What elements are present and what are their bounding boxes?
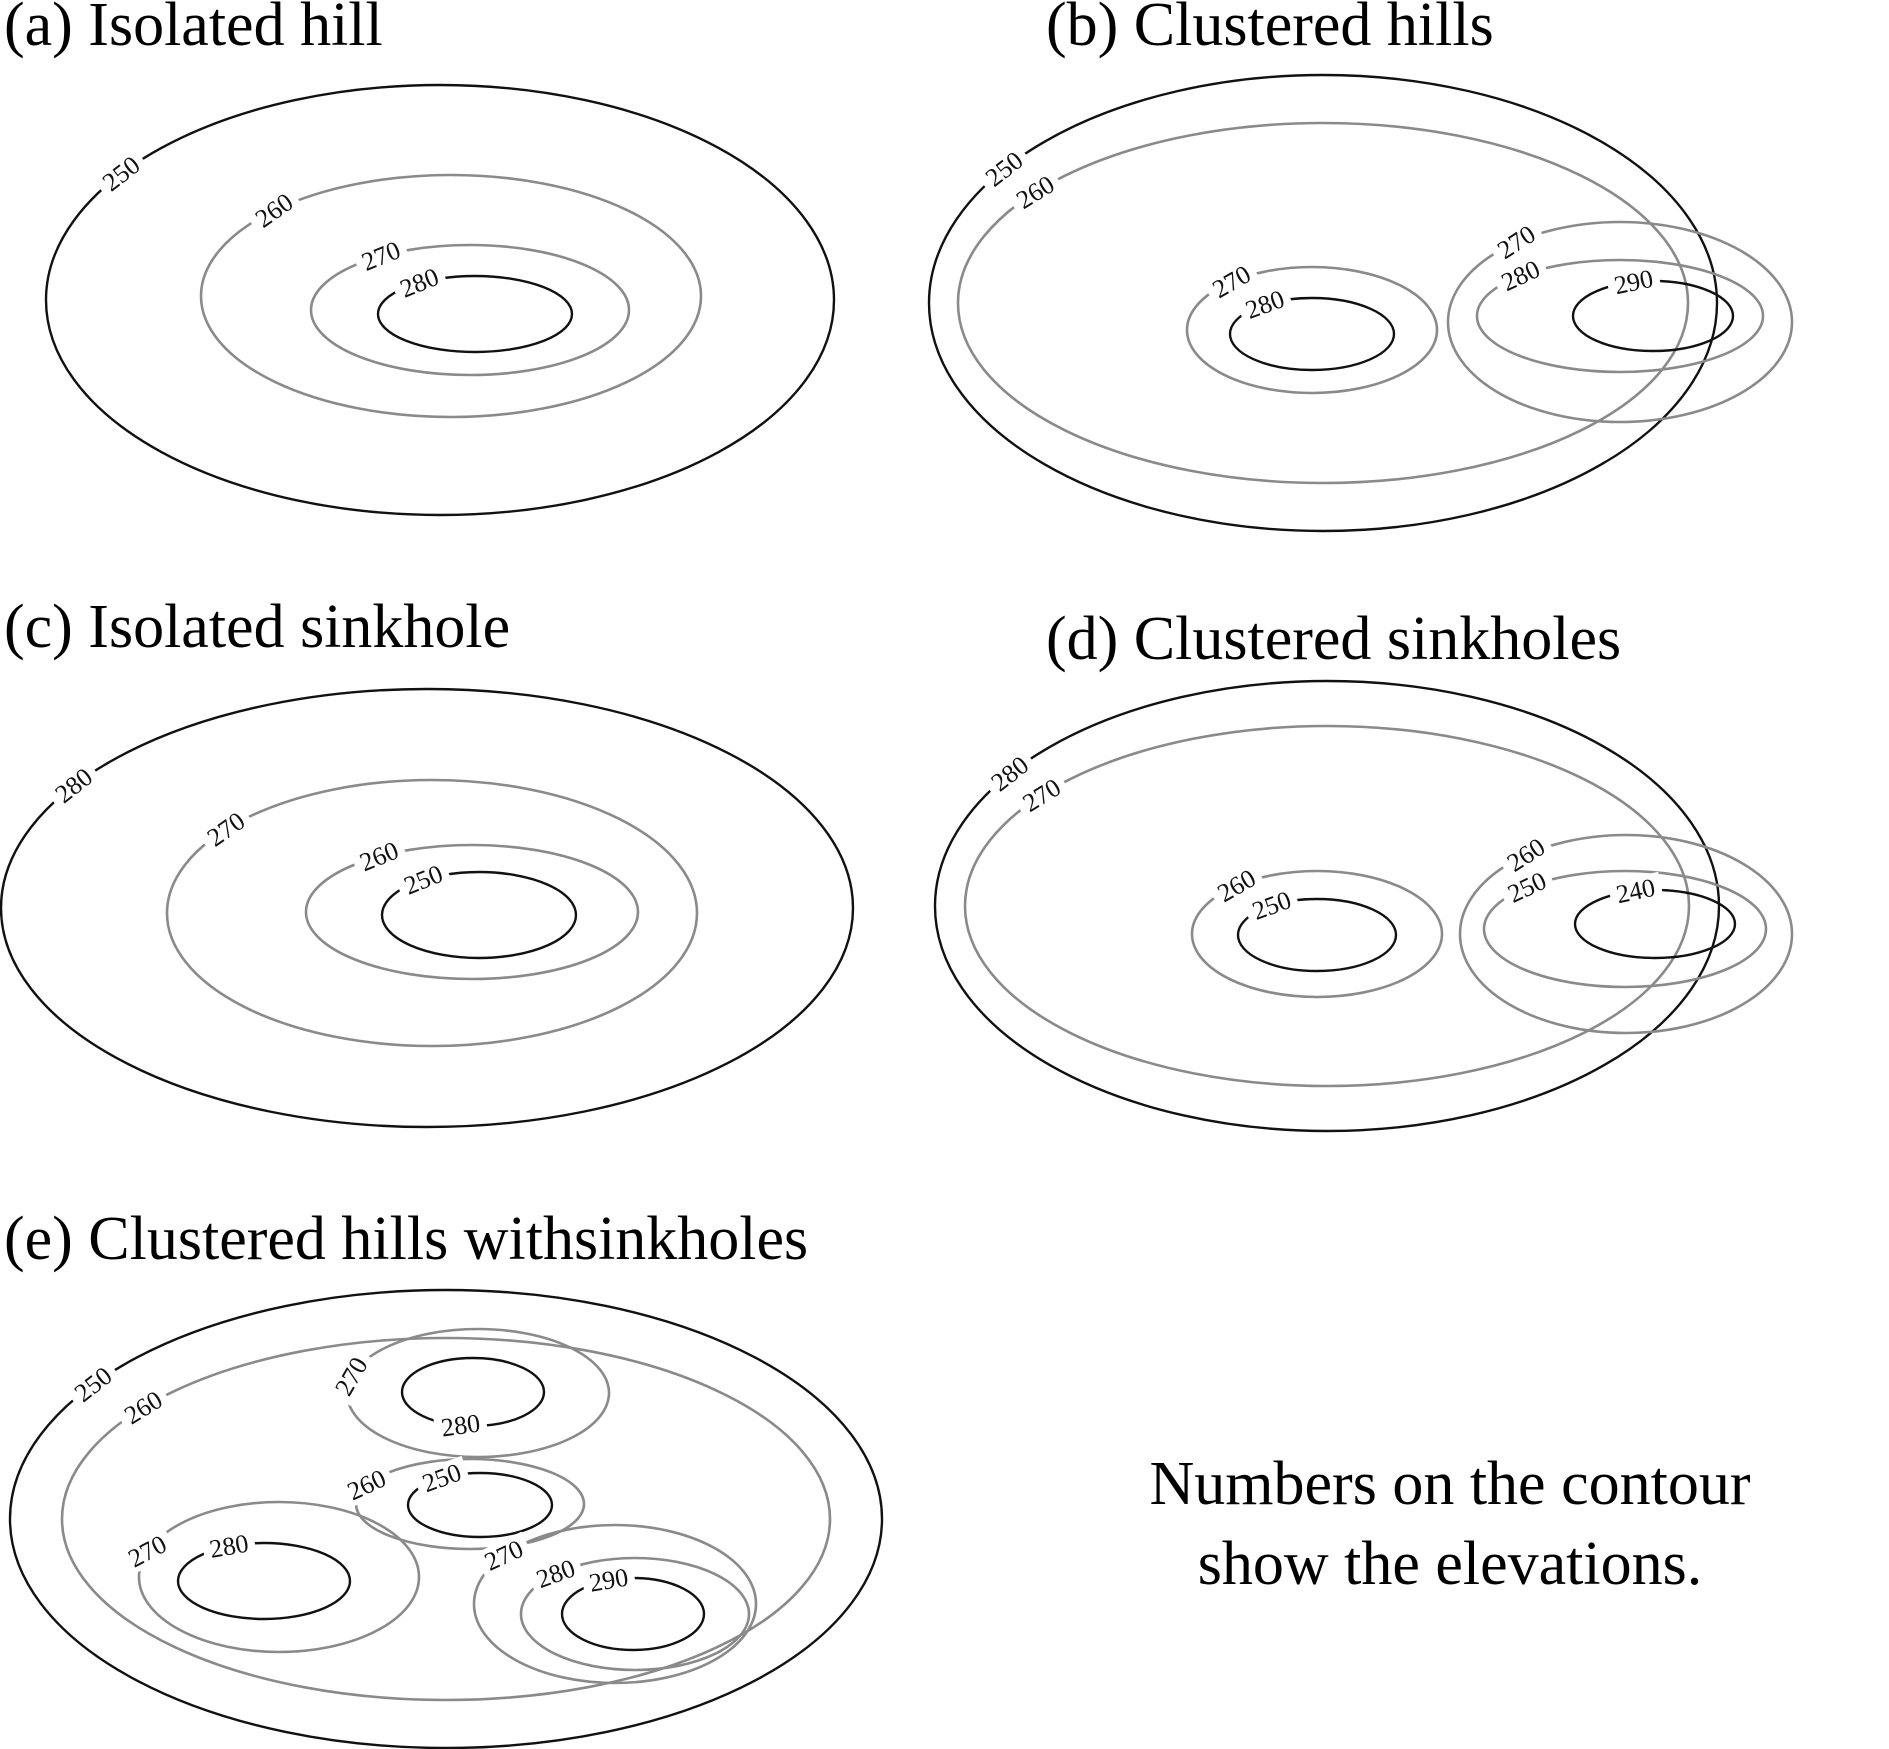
contour-line-b-4 <box>1446 220 1794 424</box>
contour-label-bg-d-6 <box>1607 871 1664 911</box>
contour-label-bg-a-2 <box>351 233 411 279</box>
contour-line-e-0 <box>8 1288 884 1749</box>
contour-line-d-2 <box>1190 869 1444 999</box>
contour-line-b-0 <box>927 73 1719 533</box>
contour-label-bg-e-7 <box>200 1527 258 1565</box>
contour-line-c-3 <box>380 870 578 960</box>
contour-line-a-3 <box>376 274 574 354</box>
contour-label-bg-e-2 <box>326 1346 377 1406</box>
contour-label-bg-b-6 <box>1605 262 1662 302</box>
contour-label-bg-d-0 <box>980 746 1039 801</box>
contour-line-d-1 <box>963 724 1691 1088</box>
contour-line-d-4 <box>1458 833 1794 1035</box>
contour-label-bg-a-0 <box>92 146 151 201</box>
contour-line-b-2 <box>1185 265 1439 395</box>
contour-label-bg-c-3 <box>394 857 453 903</box>
panel-b-title: (b) Clustered hills <box>1046 0 1494 59</box>
contour-line-a-1 <box>199 173 703 419</box>
contour-line-c-2 <box>304 843 640 981</box>
contour-label-bg-e-4 <box>337 1461 397 1509</box>
contour-label-d-6: 240 <box>1614 873 1658 909</box>
panel-c-title: (c) Isolated sinkhole <box>4 593 511 661</box>
contour-line-e-8 <box>472 1523 758 1685</box>
contour-label-bg-b-5 <box>1491 252 1551 300</box>
contour-label-bg-b-4 <box>1487 216 1546 269</box>
contour-label-bg-e-8 <box>474 1531 534 1580</box>
contour-label-bg-b-0 <box>975 141 1034 197</box>
contour-label-e-3: 280 <box>439 1408 482 1442</box>
contour-line-e-6 <box>137 1500 421 1654</box>
contour-line-d-0 <box>933 679 1721 1133</box>
contour-label-bg-e-6 <box>117 1526 177 1576</box>
elevation-note: Numbers on the contour show the elevatio… <box>1070 1444 1830 1604</box>
elevation-note-line-2: show the elevations. <box>1197 1530 1703 1598</box>
contour-label-bg-d-1 <box>1012 769 1072 821</box>
contour-line-e-5 <box>406 1471 554 1539</box>
contour-label-b-6: 290 <box>1612 264 1656 300</box>
contour-label-bg-c-0 <box>44 758 103 813</box>
contour-label-e-10: 290 <box>587 1563 630 1598</box>
contour-line-b-1 <box>956 121 1690 485</box>
contour-label-bg-a-3 <box>390 260 449 306</box>
contour-label-bg-b-1 <box>1005 166 1065 218</box>
contour-label-bg-c-2 <box>349 833 409 880</box>
contour-line-b-5 <box>1475 258 1765 374</box>
contour-line-e-2 <box>345 1327 611 1459</box>
contour-label-bg-c-1 <box>196 802 256 856</box>
elevation-note-line-1: Numbers on the contour <box>1149 1450 1751 1518</box>
contour-line-e-1 <box>60 1336 832 1702</box>
contour-label-bg-b-2 <box>1202 256 1262 307</box>
contour-line-a-2 <box>309 243 631 377</box>
contour-line-a-0 <box>44 83 836 517</box>
contour-label-bg-e-0 <box>64 1357 123 1412</box>
panel-a-title: (a) Isolated hill <box>4 0 383 59</box>
contour-label-bg-e-3 <box>432 1408 489 1443</box>
contour-line-e-9 <box>519 1556 751 1672</box>
panel-e-title: (e) Clustered hills withsinkholes <box>4 1205 809 1273</box>
contour-line-c-0 <box>0 687 855 1129</box>
contour-label-bg-e-9 <box>526 1551 586 1596</box>
contour-label-e-7: 280 <box>207 1529 250 1564</box>
contour-label-bg-d-2 <box>1207 860 1267 911</box>
contour-line-b-3 <box>1228 296 1396 372</box>
contour-label-bg-e-5 <box>412 1455 472 1500</box>
contour-label-bg-a-1 <box>244 184 304 237</box>
contour-label-bg-e-10 <box>580 1561 637 1599</box>
contour-label-bg-d-3 <box>1242 883 1301 928</box>
contour-line-d-5 <box>1482 869 1768 989</box>
contour-label-bg-d-5 <box>1497 863 1557 911</box>
contour-line-c-1 <box>165 778 699 1048</box>
contour-label-bg-d-4 <box>1496 829 1556 881</box>
contour-line-d-3 <box>1236 897 1398 973</box>
panel-d-title: (d) Clustered sinkholes <box>1046 605 1622 673</box>
contour-label-bg-b-3 <box>1235 282 1295 327</box>
contour-label-bg-e-1 <box>113 1381 173 1434</box>
contour-line-e-7 <box>176 1541 352 1621</box>
